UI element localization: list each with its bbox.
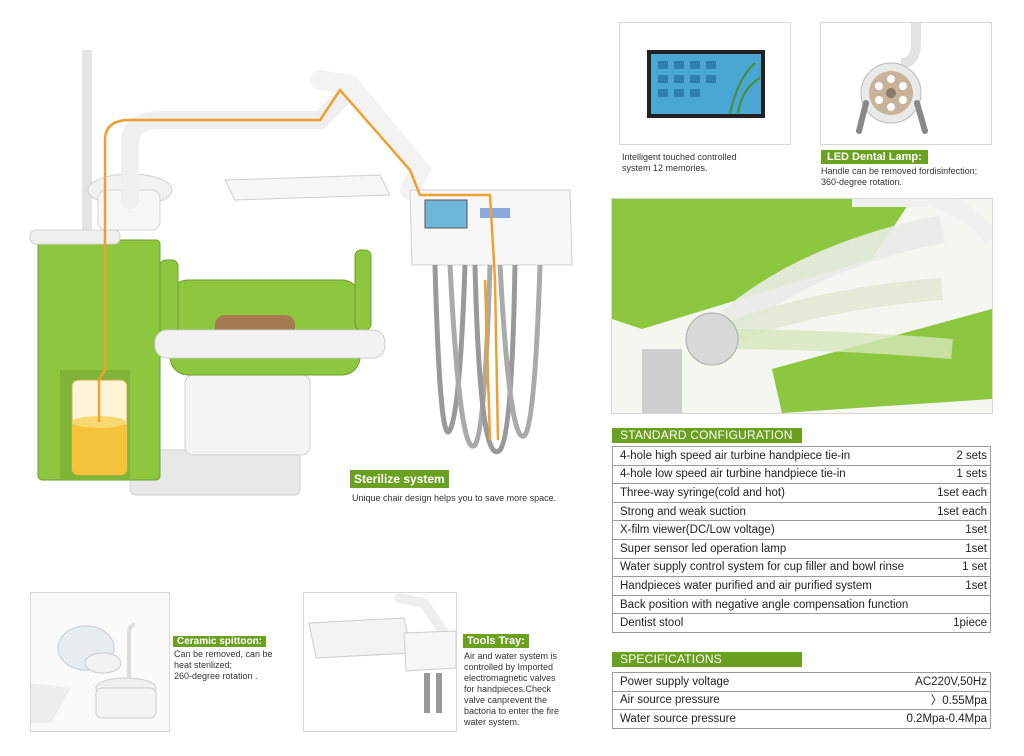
- touchscreen-photo: [619, 22, 791, 145]
- tools-tray-caption-6: bactoria to enter the fire: [464, 706, 560, 716]
- config-value: 1set each: [926, 501, 991, 522]
- config-value: [926, 594, 991, 615]
- led-lamp-photo: [820, 22, 992, 145]
- table-row: X-film viewer(DC/Low voltage)1set: [611, 520, 991, 540]
- standard-configuration-table: 4-hole high speed air turbine handpiece …: [611, 446, 991, 633]
- led-lamp-caption-1: Handle can be removed fordisinfection;: [821, 166, 978, 176]
- table-row: Three-way syringe(cold and hot)1set each: [611, 483, 991, 503]
- spittoon-caption-3: 260-degree rotation .: [174, 671, 258, 681]
- tools-tray-title: Tools Tray:: [463, 634, 529, 648]
- specifications-title: SPECIFICATIONS: [612, 652, 802, 667]
- config-value: 1piece: [926, 613, 991, 633]
- table-row: Handpieces water purified and air purifi…: [611, 576, 991, 596]
- config-value: 1set: [926, 576, 991, 596]
- config-name: Strong and weak suction: [611, 501, 927, 522]
- config-value: 1set: [926, 538, 991, 559]
- dental-chair-illustration: [20, 50, 580, 520]
- config-name: 4-hole low speed air turbine handpiece t…: [611, 464, 927, 485]
- config-name: Handpieces water purified and air purifi…: [611, 576, 927, 596]
- sterilize-system-title: Sterilize system: [350, 470, 449, 488]
- standard-configuration-title: STANDARD CONFIGURATION: [612, 428, 802, 443]
- backrest-angle-photo: [611, 198, 993, 414]
- ceramic-spittoon-title: Ceramic spittoon:: [173, 636, 267, 647]
- spec-value: 0.2Mpa-0.4Mpa: [832, 709, 992, 729]
- table-row: Water supply control system for cup fill…: [611, 557, 991, 578]
- tools-tray-caption-5: valve canprevent the: [464, 695, 548, 705]
- spec-name: Power supply voltage: [612, 672, 833, 692]
- config-name: Water supply control system for cup fill…: [611, 557, 927, 578]
- spec-value: AC220V,50Hz: [832, 672, 992, 692]
- config-value: 1 sets: [926, 464, 991, 485]
- config-value: 1 set: [926, 557, 991, 578]
- config-name: Three-way syringe(cold and hot): [611, 483, 927, 503]
- tools-tray-caption-3: electromagnetic valves: [464, 673, 556, 683]
- table-row: Back position with negative angle compen…: [611, 594, 991, 615]
- tools-tray-caption-7: water system.: [464, 717, 520, 727]
- touchscreen-caption-2: system 12 memories.: [622, 163, 708, 173]
- tools-tray-caption-1: Air and water system is: [464, 651, 558, 661]
- spittoon-caption-1: Can be removed, can be: [174, 649, 273, 659]
- led-lamp-title: LED Dental Lamp:: [821, 150, 928, 164]
- config-name: Dentist stool: [611, 613, 927, 633]
- config-name: Super sensor led operation lamp: [611, 538, 927, 559]
- config-name: 4-hole high speed air turbine handpiece …: [611, 446, 927, 466]
- config-value: 1set each: [926, 483, 991, 503]
- tools-tray-caption-4: for handpieces.Check: [464, 684, 552, 694]
- spec-name: Water source pressure: [612, 709, 833, 729]
- sterilize-system-caption: Unique chair design helps you to save mo…: [352, 493, 557, 503]
- ceramic-spittoon-photo: [30, 592, 170, 732]
- tools-tray-caption-2: controlled by Imported: [464, 662, 554, 672]
- spec-name: Air source pressure: [612, 690, 833, 711]
- config-value: 2 sets: [926, 446, 991, 466]
- table-row: 4-hole low speed air turbine handpiece t…: [611, 464, 991, 485]
- config-name: Back position with negative angle compen…: [611, 594, 927, 615]
- touchscreen-caption-1: Intelligent touched controlled: [622, 152, 737, 162]
- led-lamp-caption-2: 360-degree rotation.: [821, 177, 903, 187]
- config-value: 1set: [926, 520, 991, 540]
- table-row: Air source pressure〉0.55Mpa: [612, 690, 992, 711]
- tools-tray-photo: [303, 592, 457, 732]
- spittoon-caption-2: heat sterilized;: [174, 660, 233, 670]
- config-name: X-film viewer(DC/Low voltage): [611, 520, 927, 540]
- spec-value: 〉0.55Mpa: [832, 690, 992, 711]
- table-row: 4-hole high speed air turbine handpiece …: [611, 446, 991, 466]
